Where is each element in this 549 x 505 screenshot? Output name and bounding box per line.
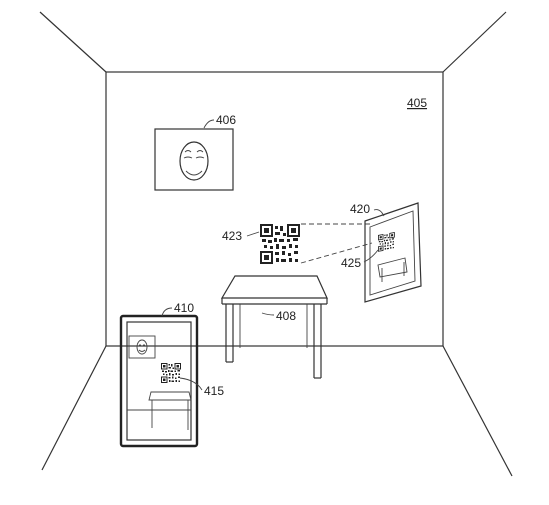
label-device-code: 415 (204, 384, 224, 398)
label-reflected-code: 425 (341, 256, 361, 270)
projection-lines (300, 223, 373, 264)
face-icon (179, 141, 209, 181)
label-table: 408 (276, 309, 296, 323)
label-mirror: 420 (350, 202, 370, 216)
mirror (364, 202, 422, 303)
mobile-device (119, 314, 199, 448)
qr-code-icon (160, 362, 182, 384)
label-picture: 406 (216, 113, 236, 127)
label-code: 423 (222, 229, 242, 243)
room-outline (39, 11, 513, 477)
face-icon (136, 339, 148, 355)
qr-code-icon (259, 223, 301, 265)
wall-picture (154, 119, 234, 191)
table (220, 275, 328, 379)
label-room: 405 (407, 96, 427, 110)
label-device: 410 (174, 301, 194, 315)
